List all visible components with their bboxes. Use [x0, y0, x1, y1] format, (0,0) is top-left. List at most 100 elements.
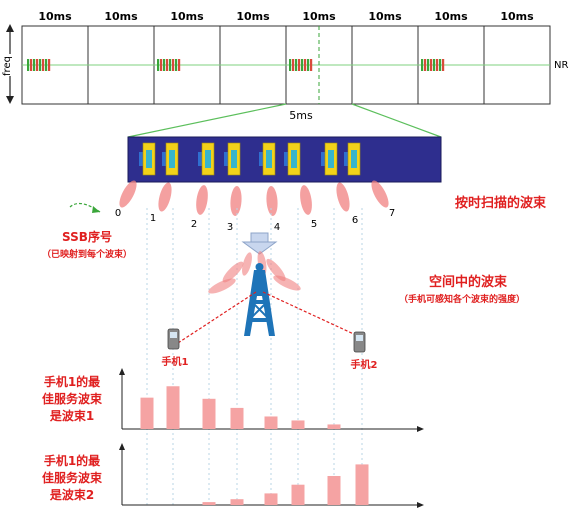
ssb-block — [198, 142, 215, 176]
ssb-burst-stripe — [292, 59, 295, 71]
frame-label: 10ms — [434, 10, 468, 23]
ssb-burst-stripe — [178, 59, 181, 71]
beam-number: 5 — [311, 219, 317, 230]
ssb-expanded-bar — [127, 136, 442, 183]
phone2-label: 手机2 — [351, 358, 378, 371]
signal-bar — [264, 416, 278, 429]
ssb-block — [224, 142, 241, 176]
beam-lobe — [336, 182, 350, 212]
frame-timeline — [21, 25, 551, 105]
base-station-tower-icon — [244, 263, 275, 336]
signal-bar — [327, 424, 341, 429]
ssb-burst-stripe — [289, 59, 292, 71]
frame-label: 10ms — [500, 10, 534, 23]
ssb-burst-stripe — [430, 59, 433, 71]
beam-lobe — [196, 185, 208, 215]
ssb-burst-stripe — [424, 59, 427, 71]
ssb-burst-stripe — [169, 59, 172, 71]
ssb-burst-stripe — [27, 59, 30, 71]
frame-label: 10ms — [302, 10, 336, 23]
scan-title: 按时扫描的波束 — [455, 195, 547, 211]
ssb-burst-stripe — [160, 59, 163, 71]
ssb-block — [162, 142, 179, 176]
chart1-caption: 手机1的最 佳服务波束 是波束1 — [42, 374, 103, 423]
phone2-icon — [353, 331, 366, 353]
ssb-burst-stripe — [42, 59, 45, 71]
beam-lobe — [158, 182, 172, 212]
ssb-burst-stripe — [310, 59, 313, 71]
arrow-down-icon — [6, 96, 14, 104]
signal-bar — [166, 386, 180, 429]
ssb-burst-stripe — [166, 59, 169, 71]
ssb-block-edge — [139, 152, 144, 166]
space-beams-title: 空间中的波束 — [429, 274, 508, 290]
ssb-burst-stripe — [439, 59, 442, 71]
signal-bar — [264, 493, 278, 505]
ssb-block-core — [266, 150, 272, 168]
signal-bar — [291, 420, 305, 429]
beam-lobe — [119, 180, 137, 208]
ssb-block-edge — [224, 152, 229, 166]
down-arrow-icon — [241, 232, 278, 255]
arrow-up-icon — [6, 24, 14, 32]
signal-bar — [230, 499, 244, 505]
chart1-bars — [140, 386, 341, 429]
ssb-block — [344, 142, 361, 176]
phone1-link — [177, 291, 257, 344]
ssb-index-title: SSB序号 — [62, 229, 112, 244]
freq-axis: freq — [2, 24, 17, 104]
beam-lobe — [300, 185, 312, 215]
chart2-caption-line: 是波束2 — [49, 487, 94, 502]
ssb-burst-stripe — [30, 59, 33, 71]
ssb-burst-stripe — [48, 59, 51, 71]
ssb-burst-stripe — [298, 59, 301, 71]
ssb-burst-stripe — [163, 59, 166, 71]
ssb-burst-stripe — [33, 59, 36, 71]
ssb-block-edge — [259, 152, 264, 166]
signal-bar — [202, 398, 216, 429]
ssb-block — [284, 142, 301, 176]
phone1-icon — [167, 328, 180, 350]
frame-label: 10ms — [368, 10, 402, 23]
ssb-burst-stripe — [175, 59, 178, 71]
ssb-burst-stripe — [301, 59, 304, 71]
ssb-burst-stripe — [307, 59, 310, 71]
ssb-pointer-arrow — [69, 202, 101, 213]
nr-label: NR — [554, 60, 568, 71]
ssb-burst-stripe — [295, 59, 298, 71]
beam-number: 1 — [150, 213, 156, 224]
beam-number: 2 — [191, 219, 197, 230]
signal-bar — [140, 397, 154, 429]
ssb-burst-stripe — [442, 59, 445, 71]
beam-lobe — [371, 180, 389, 208]
ssb-block — [259, 142, 276, 176]
ssb-burst — [289, 59, 313, 71]
chart2-caption-line: 佳服务波束 — [42, 470, 103, 485]
ssb-burst-stripe — [427, 59, 430, 71]
ssb-block — [321, 142, 338, 176]
ssb-block-core — [291, 150, 297, 168]
ssb-burst-stripe — [433, 59, 436, 71]
ssb-bursts — [27, 59, 445, 71]
ssb-blocks — [139, 142, 361, 176]
beam-lobe — [266, 186, 278, 216]
arrow-head-icon — [92, 206, 100, 213]
ssb-block — [139, 142, 156, 176]
ssb-burst-stripe — [157, 59, 160, 71]
ssb-block-edge — [162, 152, 167, 166]
chart1-caption-line: 是波束1 — [49, 408, 94, 423]
beam-number: 4 — [274, 222, 280, 233]
ssb-burst-stripe — [39, 59, 42, 71]
beam-numbers: 0 1 2 3 4 5 6 7 — [115, 208, 395, 233]
ssb-block-edge — [321, 152, 326, 166]
ssb-block-core — [351, 150, 357, 168]
ssb-window-label: 5ms — [289, 109, 313, 122]
chart2-bars — [202, 464, 369, 505]
phone1-label: 手机1 — [162, 355, 189, 368]
space-beams-subtitle: （手机可感知各个波束的强度） — [399, 293, 525, 305]
ssb-block-edge — [284, 152, 289, 166]
beam-number: 0 — [115, 208, 121, 219]
frame-label: 10ms — [38, 10, 72, 23]
ssb-block-core — [328, 150, 334, 168]
